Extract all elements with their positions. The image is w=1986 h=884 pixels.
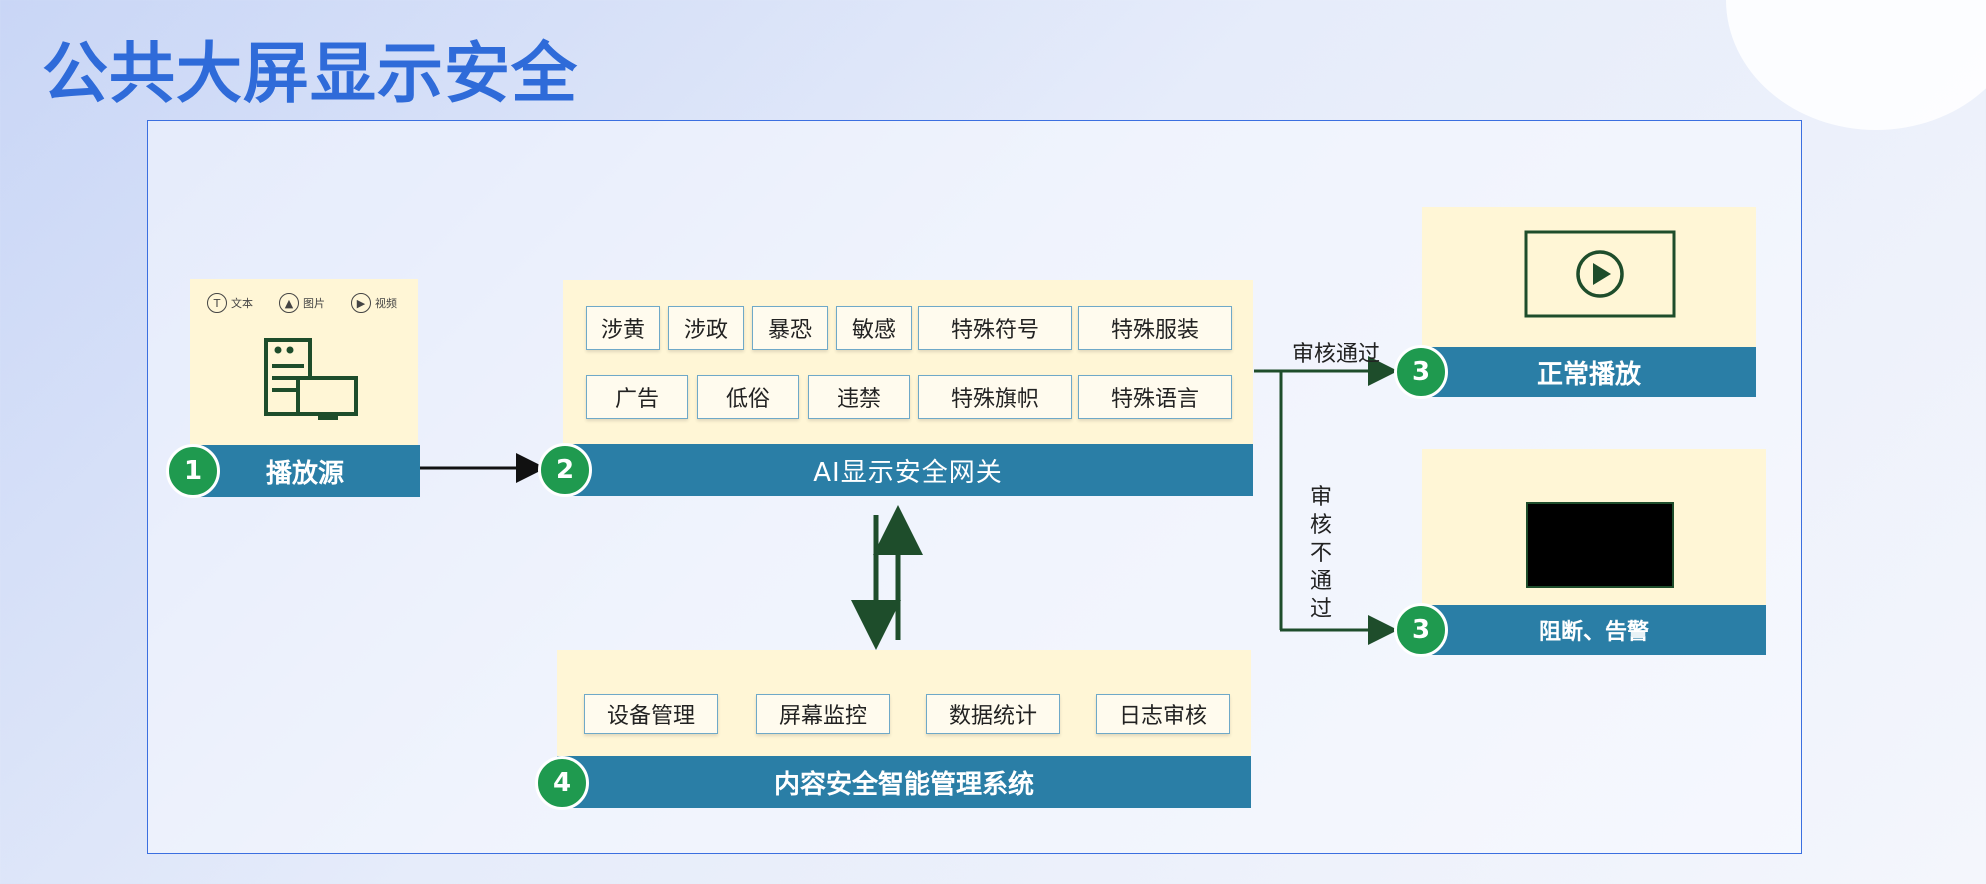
computer-icon	[264, 338, 358, 420]
block-title: 阻断、告警	[1538, 620, 1649, 645]
management-title-bar: 内容安全智能管理系统	[557, 756, 1251, 808]
management-tag: 设备管理	[584, 694, 718, 734]
management-tag: 日志审核	[1096, 694, 1230, 734]
step-badge-2: 2	[538, 443, 592, 497]
step-badge-1: 1	[166, 444, 220, 498]
source-title: 播放源	[265, 458, 344, 489]
gateway-tag: 涉黄	[586, 306, 660, 350]
playback-title-bar: 正常播放	[1422, 347, 1756, 397]
management-tag: 数据统计	[926, 694, 1060, 734]
play-screen-icon	[1524, 230, 1676, 318]
gateway-tag: 特殊语言	[1078, 375, 1232, 419]
gateway-tag: 敏感	[836, 306, 912, 350]
source-title-bar: 播放源	[190, 445, 420, 497]
management-title: 内容安全智能管理系统	[773, 769, 1034, 800]
step-badge-4: 4	[535, 756, 589, 810]
gateway-tag: 特殊旗帜	[918, 375, 1072, 419]
pass-label: 审核通过	[1292, 342, 1381, 367]
gateway-tag: 暴恐	[752, 306, 828, 350]
step-badge-3-fail: 3	[1394, 603, 1448, 657]
block-title-bar: 阻断、告警	[1422, 605, 1766, 655]
source-type-image: ▲图片	[279, 293, 325, 313]
blocked-screen-icon	[1526, 502, 1674, 588]
image-icon: ▲	[279, 293, 299, 313]
gateway-title-bar: AI显示安全网关	[563, 444, 1253, 496]
management-tag: 屏幕监控	[756, 694, 890, 734]
gateway-panel	[563, 280, 1253, 444]
gateway-tag: 低俗	[697, 375, 799, 419]
video-icon: ▶	[351, 293, 371, 313]
gateway-tag: 特殊符号	[918, 306, 1072, 350]
gateway-tag: 违禁	[808, 375, 910, 419]
gateway-title: AI显示安全网关	[813, 457, 1003, 488]
fail-label: 审 核 不 通 过	[1309, 485, 1332, 622]
gateway-tag: 特殊服装	[1078, 306, 1232, 350]
text-icon: T	[207, 293, 227, 313]
gateway-tag: 涉政	[668, 306, 744, 350]
step-badge-3-pass: 3	[1394, 345, 1448, 399]
playback-title: 正常播放	[1536, 359, 1641, 390]
source-type-video: ▶视频	[351, 293, 397, 313]
page-title: 公共大屏显示安全	[42, 35, 578, 112]
source-panel	[190, 279, 418, 445]
gateway-tag: 广告	[586, 375, 688, 419]
